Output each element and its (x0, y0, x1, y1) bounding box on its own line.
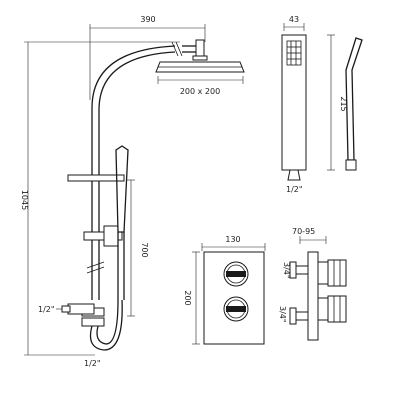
overall-height-label: 1045 (20, 190, 29, 210)
handset-connection-label: 1/2" (286, 185, 303, 194)
handset-length-label: 215 (339, 96, 348, 111)
thermostatic-valve-front: 130 200 (183, 235, 266, 345)
overall-height-dimension: 1045 (20, 41, 180, 356)
inlet-top (289, 261, 309, 279)
riser-pipe (86, 41, 198, 300)
valve-width-label: 130 (225, 235, 240, 244)
thermostatic-valve-side: 70-95 3/4" 3/4" (278, 227, 347, 341)
outlet-connection-label: 1/2" (38, 305, 55, 314)
arm-reach-label: 390 (140, 15, 155, 24)
rail-length-dimension: 700 (127, 179, 149, 317)
spray-grid (286, 40, 302, 66)
slide-rail (67, 174, 125, 327)
bottom-outlet: 1/2" 1/2" (38, 299, 123, 368)
valve-height-label: 200 (183, 290, 192, 305)
hand-shower: 43 1/2" 215 (281, 15, 363, 194)
shower-riser-kit: 390 1045 (20, 15, 245, 368)
valve-inlet-bottom-label: 3/4" (278, 306, 287, 323)
arm-reach-dimension: 390 (89, 15, 206, 100)
flow-knob (223, 296, 249, 322)
side-upper-knob (317, 259, 347, 287)
side-lower-knob (317, 295, 347, 323)
shower-head: 200 x 200 (155, 39, 245, 96)
valve-depth-label: 70-95 (292, 227, 315, 236)
valve-inlet-top-label: 3/4" (282, 262, 291, 279)
temperature-knob (223, 261, 249, 287)
inlet-bottom (289, 307, 309, 325)
rail-length-label: 700 (140, 242, 149, 257)
hose-connection-label: 1/2" (84, 359, 101, 368)
handset-width-label: 43 (289, 15, 299, 24)
rail-hand-shower (115, 145, 129, 300)
shower-head-size-label: 200 x 200 (180, 87, 220, 96)
